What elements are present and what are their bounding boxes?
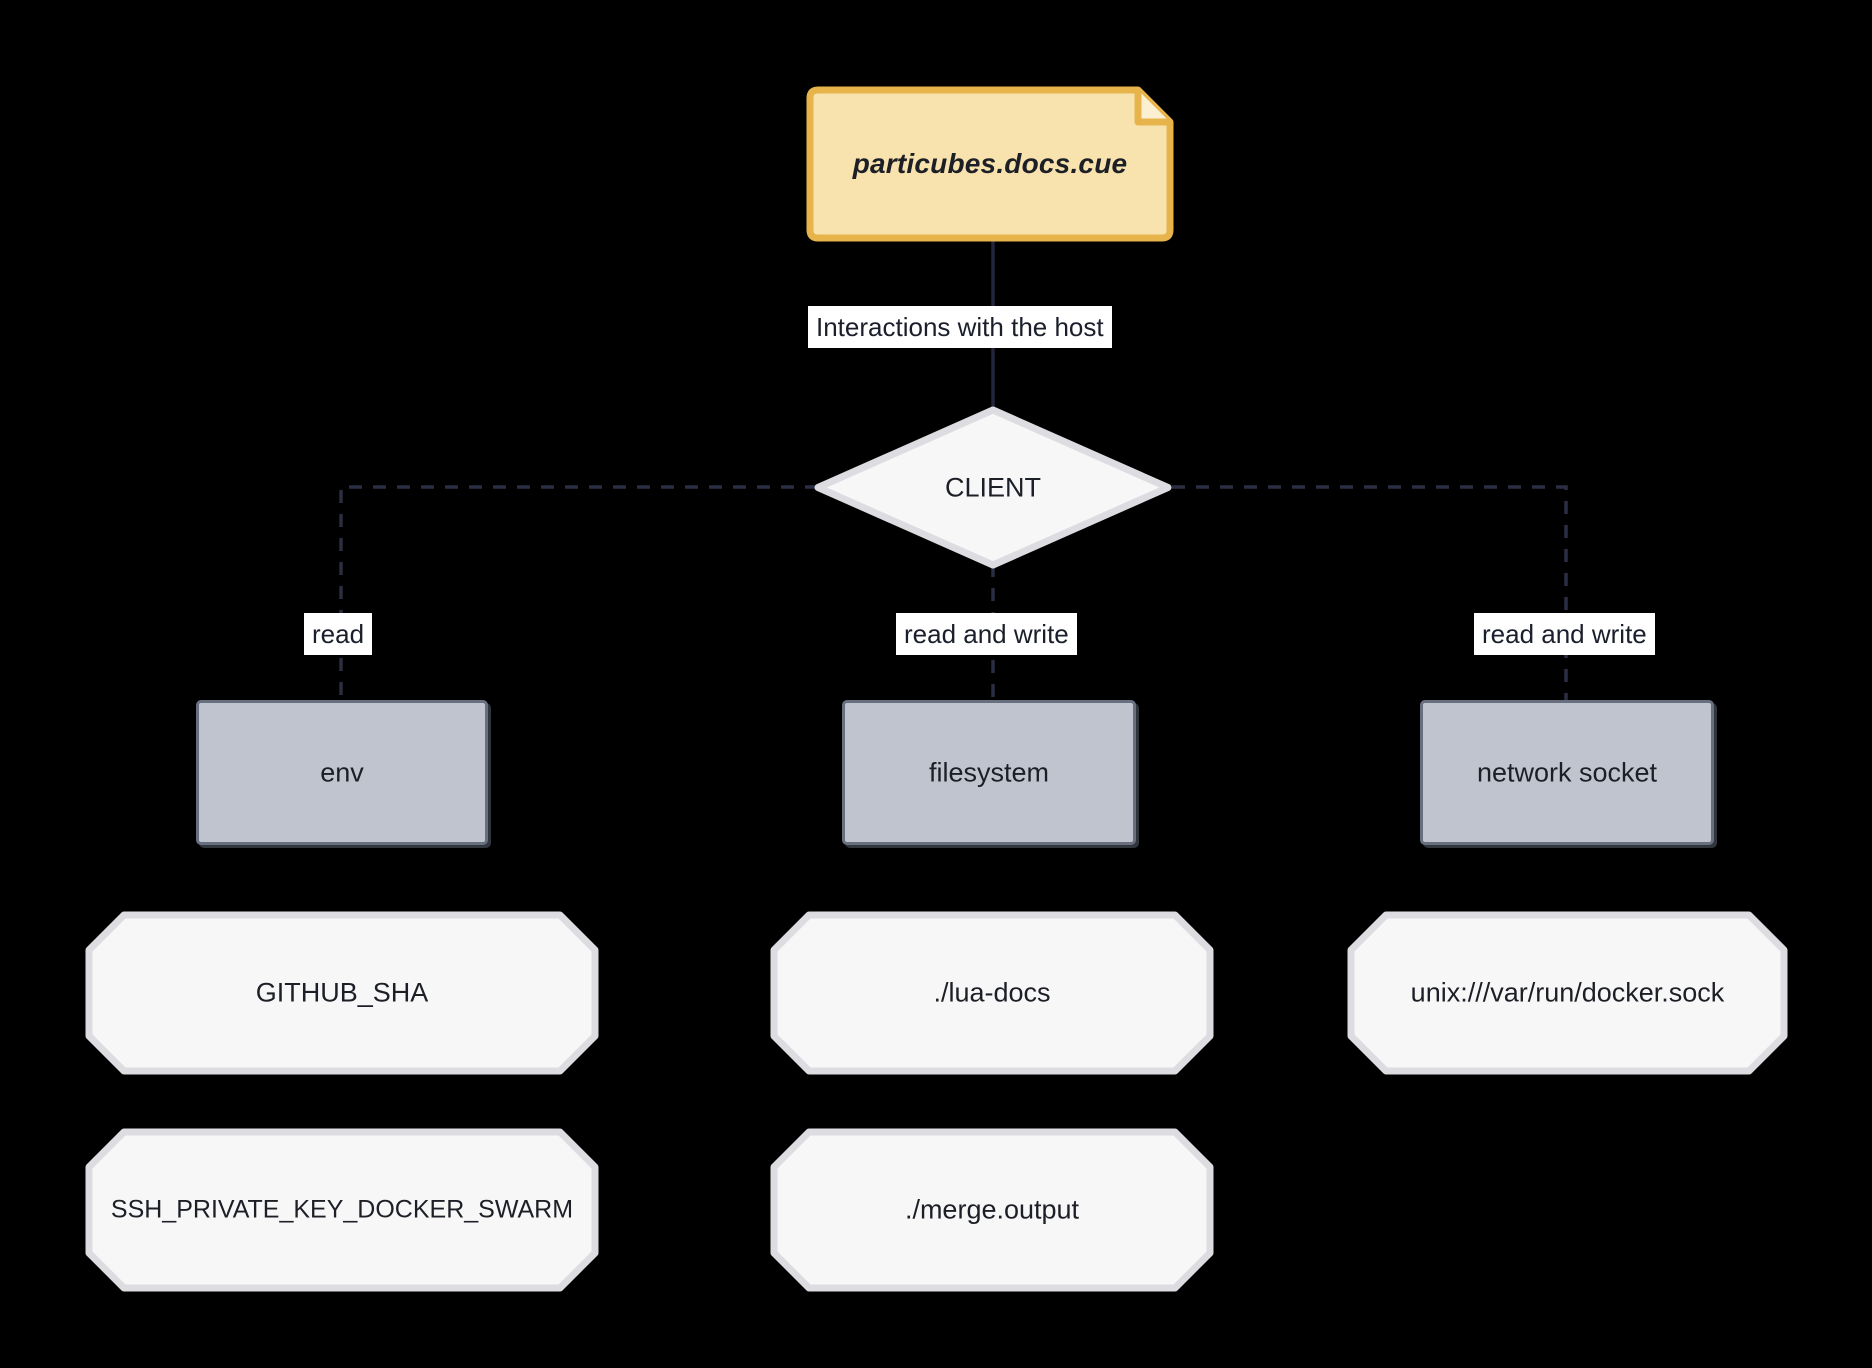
node-client[interactable]: CLIENT	[813, 405, 1173, 570]
octagon-shape	[770, 911, 1214, 1075]
edge-label-read: read	[304, 613, 373, 655]
edge-label-read-and-write-network: read and write	[1474, 613, 1655, 655]
node-docker-sock[interactable]: unix:///var/run/docker.sock	[1347, 911, 1788, 1075]
octagon-shape	[85, 1128, 599, 1292]
node-filesystem[interactable]: filesystem	[842, 700, 1136, 845]
client-label: CLIENT	[944, 472, 1042, 502]
node-merge-output[interactable]: ./merge.output	[770, 1128, 1214, 1292]
network-socket-label: network socket	[1476, 757, 1658, 787]
node-note-particubes-docs-cue[interactable]: particubes.docs.cue	[806, 86, 1174, 242]
note-shape	[806, 86, 1174, 242]
lua-docs-label: ./lua-docs	[933, 977, 1051, 1008]
edge-label-read-and-write-filesystem: read and write	[896, 613, 1077, 655]
octagon-shape	[85, 911, 599, 1075]
node-github-sha[interactable]: GITHUB_SHA	[85, 911, 599, 1075]
octagon-shape	[1347, 911, 1788, 1075]
node-network-socket[interactable]: network socket	[1420, 700, 1714, 845]
github-sha-label: GITHUB_SHA	[255, 977, 429, 1008]
ssh-private-key-label: SSH_PRIVATE_KEY_DOCKER_SWARM	[110, 1195, 574, 1224]
edge-label-interactions-with-the-host: Interactions with the host	[808, 306, 1112, 348]
docker-sock-label: unix:///var/run/docker.sock	[1410, 977, 1725, 1008]
node-ssh-private-key[interactable]: SSH_PRIVATE_KEY_DOCKER_SWARM	[85, 1128, 599, 1292]
diamond-shape	[814, 406, 1172, 569]
node-lua-docs[interactable]: ./lua-docs	[770, 911, 1214, 1075]
filesystem-label: filesystem	[928, 757, 1050, 787]
node-env[interactable]: env	[196, 700, 488, 845]
merge-output-label: ./merge.output	[904, 1194, 1080, 1225]
note-label: particubes.docs.cue	[852, 148, 1128, 179]
octagon-shape	[770, 1128, 1214, 1292]
env-label: env	[320, 757, 364, 787]
